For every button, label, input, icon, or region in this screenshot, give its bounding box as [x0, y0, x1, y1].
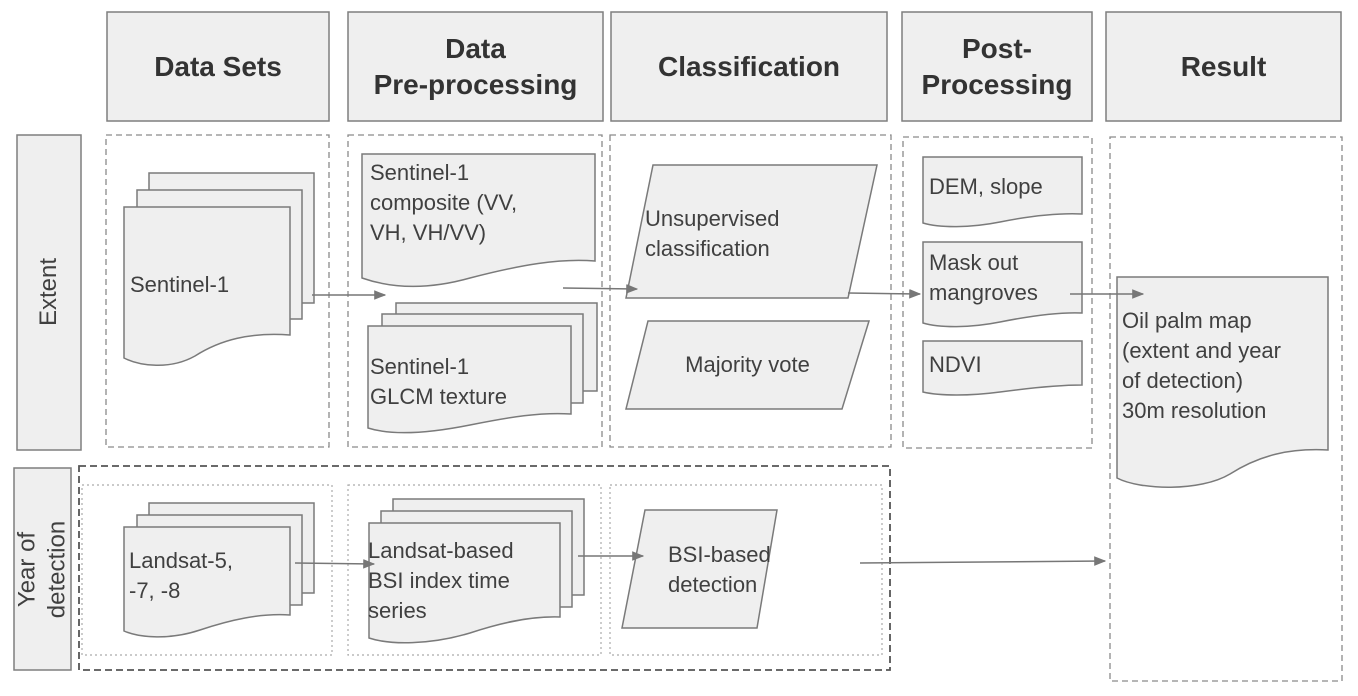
- label-bsi-series: Landsat-based BSI index time series: [368, 538, 514, 623]
- header-preprocessing: Data Pre-processing: [373, 32, 578, 100]
- header-box-preprocessing: [347, 11, 604, 122]
- label-sentinel1: Sentinel-1: [130, 272, 230, 297]
- label-glcm: Sentinel-1 GLCM texture: [370, 354, 507, 409]
- result-container: [1109, 136, 1343, 682]
- label-landsat: Landsat-5, -7, -8: [129, 548, 233, 603]
- label-mask-mangroves: Mask out mangroves: [929, 250, 1038, 305]
- row-box-extent: [16, 134, 82, 451]
- row-label-extent: Extent: [35, 257, 62, 327]
- label-unsupervised: Unsupervised classification: [645, 206, 780, 261]
- extent-datasets-container: [105, 134, 330, 448]
- row-box-year: [13, 467, 72, 671]
- label-majority-vote: Majority vote: [685, 352, 810, 377]
- glcm-multidocument: [367, 302, 598, 434]
- header-classification: Classification: [657, 50, 841, 82]
- sentinel1-multidocument: [123, 172, 315, 366]
- extent-preprocessing-container: [347, 134, 603, 448]
- arrow-classification-to-postprocessing: [847, 289, 922, 299]
- extent-postprocessing-container: [902, 136, 1093, 449]
- year-datasets-container: [81, 484, 333, 656]
- header-box-result: [1105, 11, 1342, 122]
- year-classification-container: [609, 484, 883, 656]
- header-box-data-sets: [106, 11, 330, 122]
- composite-document: [361, 153, 596, 288]
- label-composite: Sentinel-1 composite (VV, VH, VH/VV): [370, 160, 518, 245]
- header-box-classification: [610, 11, 888, 122]
- year-preprocessing-container: [347, 484, 602, 656]
- label-oil-palm-map: Oil palm map (extent and year of detecti…: [1122, 308, 1281, 423]
- header-box-postprocessing: [901, 11, 1093, 122]
- arrow-landsat-to-bsi-series: [294, 559, 376, 569]
- oil-palm-map-document: [1116, 276, 1329, 488]
- label-bsi-detection: BSI-based detection: [668, 542, 771, 597]
- year-outer-container: [78, 465, 891, 671]
- label-ndvi: NDVI: [929, 352, 982, 377]
- dem-slope-document: [922, 156, 1083, 228]
- label-dem-slope: DEM, slope: [929, 174, 1043, 199]
- header-data-sets: Data Sets: [154, 50, 282, 82]
- majority-vote-parallelogram: [625, 320, 871, 410]
- arrow-detection-to-result: [859, 556, 1107, 566]
- bsi-series-multidocument: [368, 498, 585, 644]
- extent-classification-container: [609, 134, 892, 448]
- landsat-multidocument: [123, 502, 315, 638]
- header-postprocessing: Post- Processing: [921, 32, 1073, 100]
- header-result: Result: [1180, 50, 1267, 82]
- mask-mangroves-document: [922, 241, 1083, 328]
- row-label-year-of-detection: Year of detection: [13, 520, 70, 619]
- ndvi-document: [922, 340, 1083, 396]
- arrow-preprocessing-to-classification: [562, 284, 639, 294]
- bsi-detection-parallelogram: [621, 509, 778, 629]
- unsupervised-parallelogram: [625, 164, 878, 299]
